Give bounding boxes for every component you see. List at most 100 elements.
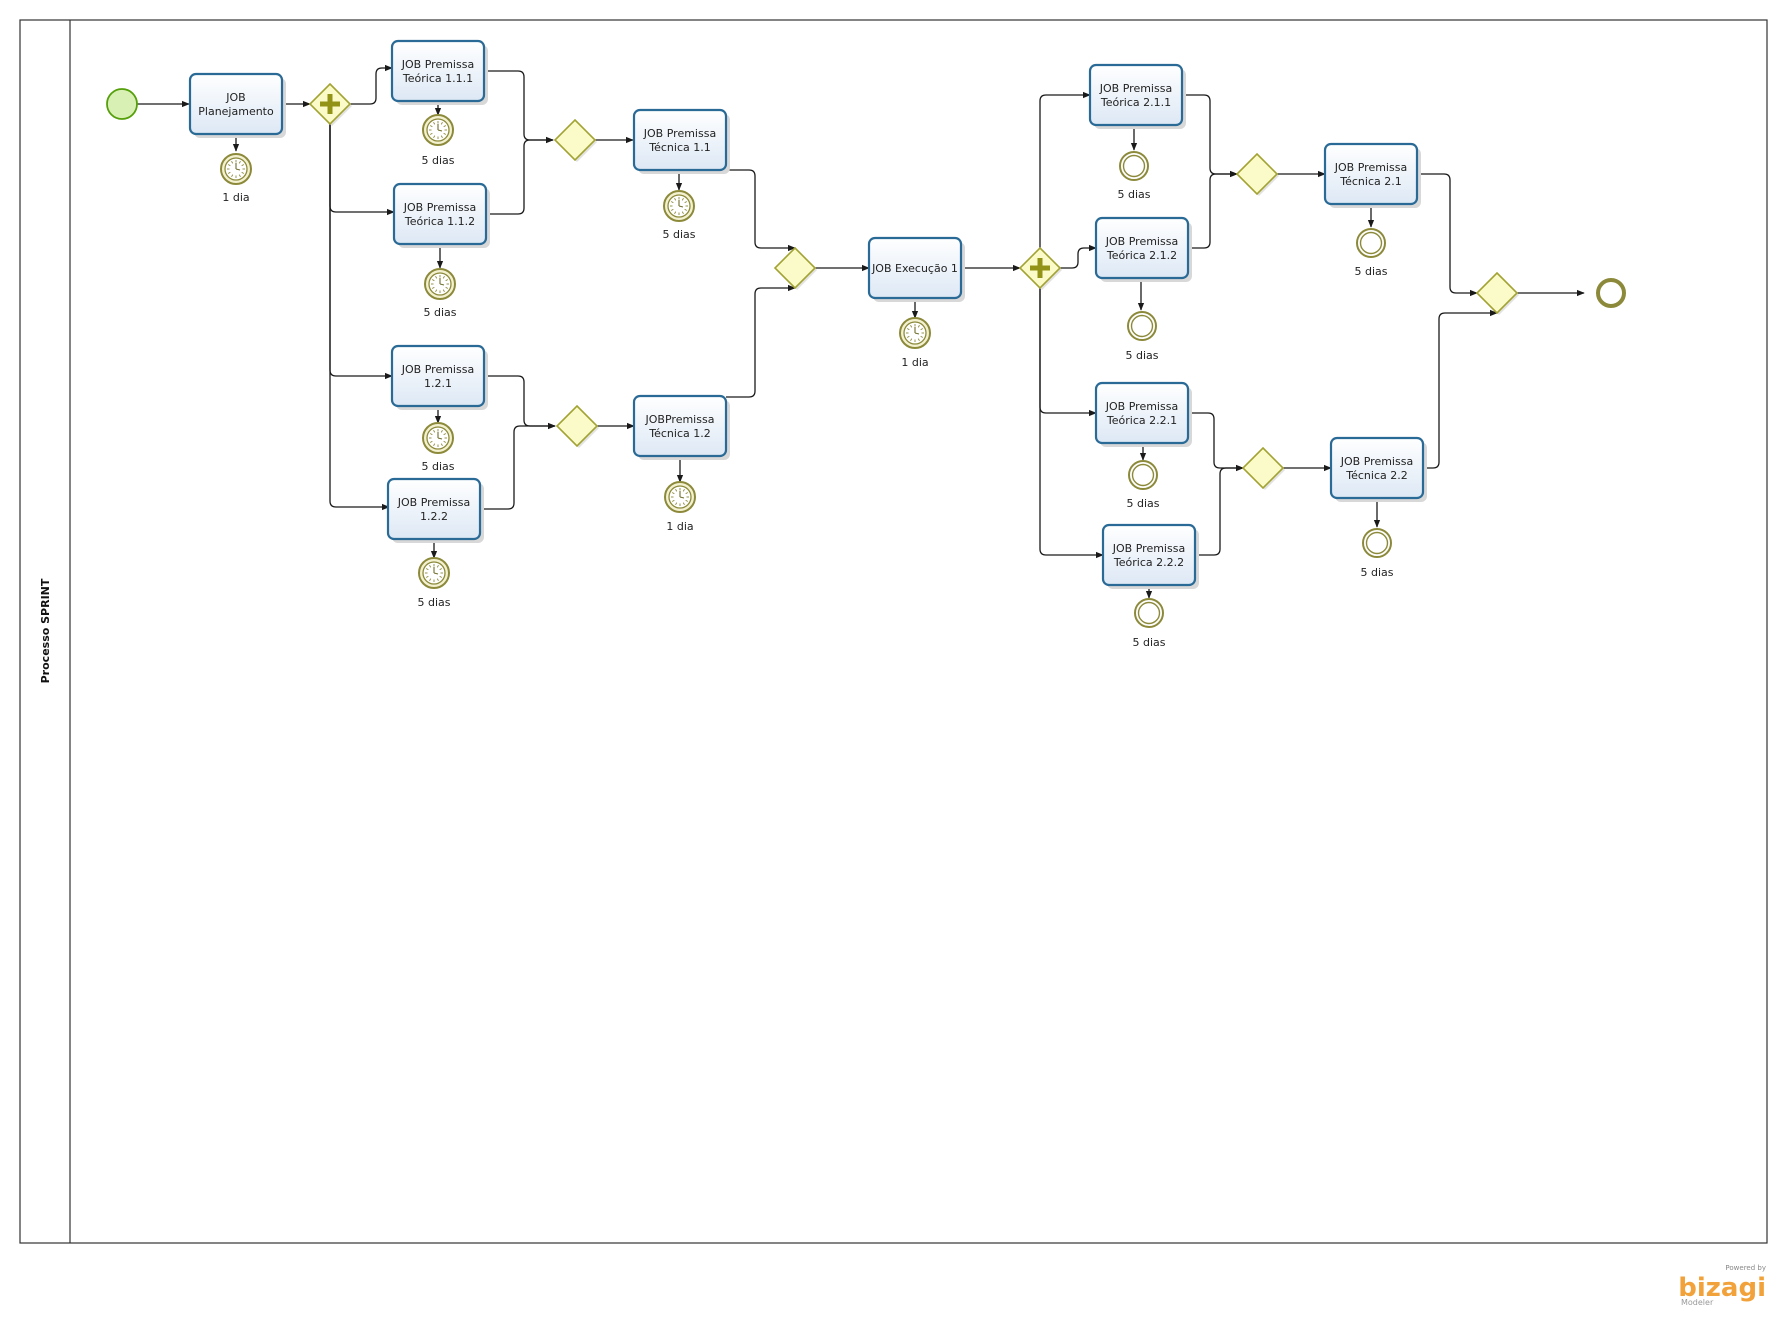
task-box[interactable]: [1329, 436, 1425, 500]
task-box[interactable]: [1101, 523, 1197, 587]
branding-name-text: bizagi: [1678, 1273, 1766, 1303]
timer-event-p121[interactable]: [422, 422, 454, 454]
clock-icon: [670, 197, 688, 215]
task-box[interactable]: [1094, 216, 1190, 280]
timer-event-pt111[interactable]: [422, 114, 454, 146]
intermediate-event-pt222[interactable]: [1134, 598, 1164, 628]
parallel-gateway-fork-2[interactable]: [1018, 246, 1062, 290]
task-box[interactable]: [1323, 142, 1419, 206]
task-box[interactable]: [188, 72, 284, 136]
gateway-merge-1-1[interactable]: [553, 118, 597, 162]
task-label-line: Teórica 2.2.2: [1113, 556, 1184, 569]
flow-tec21-to-merge2: [1417, 173, 1478, 297]
event-inner-ring: [1137, 601, 1161, 625]
flow-pt211-to-merge21: [1182, 94, 1238, 178]
task-box[interactable]: [1088, 63, 1184, 127]
flow-pt111-to-merge11: [484, 70, 554, 144]
gateway-merge-2[interactable]: [1475, 271, 1519, 315]
task-label-line: JOBPremissa: [645, 413, 715, 426]
duration-label-tec12: 1 dia: [666, 520, 693, 533]
duration-label-tec11: 5 dias: [662, 228, 695, 241]
intermediate-event-pt212[interactable]: [1127, 311, 1157, 341]
task-label-line: JOB Premissa: [1099, 82, 1172, 95]
task-label-line: Técnica 2.1: [1339, 175, 1401, 188]
duration-label-p121: 5 dias: [421, 460, 454, 473]
intermediate-event-pt211[interactable]: [1119, 151, 1149, 181]
branding-powered-text: Powered by: [1725, 1264, 1766, 1272]
bizagi-logo: Powered by bizagi Modeler: [1678, 1264, 1766, 1307]
duration-label-exec1: 1 dia: [901, 356, 928, 369]
timer-event-planejamento[interactable]: [220, 153, 252, 185]
task-label-line: Técnica 1.1: [648, 141, 710, 154]
timer-event-exec1[interactable]: [899, 317, 931, 349]
task-box[interactable]: [1094, 381, 1190, 445]
task-label-line: JOB Premissa: [403, 201, 476, 214]
timer-event-pt112[interactable]: [424, 268, 456, 300]
flow-tec22-to-merge2: [1423, 309, 1498, 469]
flow-pt112-to-merge11: [486, 136, 554, 215]
clock-icon: [227, 160, 245, 178]
flow-p122-to-merge12: [481, 422, 556, 510]
flow-fork2-to-pt212: [1060, 244, 1097, 269]
task-label-line: JOB Premissa: [397, 496, 470, 509]
duration-label-pt211: 5 dias: [1117, 188, 1150, 201]
clock-icon: [425, 564, 443, 582]
pool: Processo SPRINT: [19, 19, 1768, 1244]
task-label-line: JOB Premissa: [1105, 400, 1178, 413]
task-box[interactable]: [632, 394, 728, 458]
intermediate-event-tec21[interactable]: [1356, 228, 1386, 258]
gateway-merge-2-1[interactable]: [1235, 152, 1279, 196]
parallel-gateway-fork-1[interactable]: [308, 82, 352, 126]
clock-icon: [906, 324, 924, 342]
task-exec1[interactable]: JOB Execução 1: [867, 236, 965, 302]
duration-label-pt111: 5 dias: [421, 154, 454, 167]
gateway-merge-1[interactable]: [773, 246, 817, 290]
timer-event-tec11[interactable]: [663, 190, 695, 222]
gateway-merge-1-2[interactable]: [555, 404, 599, 448]
duration-label-tec21: 5 dias: [1354, 265, 1387, 278]
task-box[interactable]: [867, 236, 963, 300]
task-box[interactable]: [390, 344, 486, 408]
clock-icon: [429, 121, 447, 139]
task-box[interactable]: [390, 39, 486, 103]
task-label-line: Teórica 2.1.2: [1106, 249, 1177, 262]
end-event[interactable]: [1596, 278, 1626, 308]
duration-label-tec22: 5 dias: [1360, 566, 1393, 579]
flow-fork1-to-p121: [329, 124, 393, 380]
flow-pt212-to-merge21: [1188, 170, 1238, 249]
task-label-line: Teórica 2.2.1: [1106, 414, 1177, 427]
task-label-line: Teórica 2.1.1: [1100, 96, 1171, 109]
task-box[interactable]: [386, 477, 482, 541]
flow-fork2-to-pt221: [1039, 288, 1097, 417]
clock-icon: [429, 429, 447, 447]
pool-label: Processo SPRINT: [39, 578, 52, 683]
task-box[interactable]: [632, 108, 728, 172]
task-label-line: JOB Execução 1: [871, 262, 958, 275]
events-layer: 1 dia 5 dias 5 dias 5 dias 5 dias 5 dias 1 dia…: [220, 114, 1394, 649]
duration-label-pt212: 5 dias: [1125, 349, 1158, 362]
start-event[interactable]: [106, 88, 138, 120]
task-box[interactable]: [392, 182, 488, 246]
intermediate-event-pt221[interactable]: [1128, 460, 1158, 490]
timer-event-tec12[interactable]: [664, 481, 696, 513]
pool-border: [19, 19, 1768, 1244]
timer-event-p122[interactable]: [418, 557, 450, 589]
event-inner-ring: [1131, 463, 1155, 487]
gateway-merge-2-2[interactable]: [1241, 446, 1285, 490]
intermediate-event-tec22[interactable]: [1362, 528, 1392, 558]
